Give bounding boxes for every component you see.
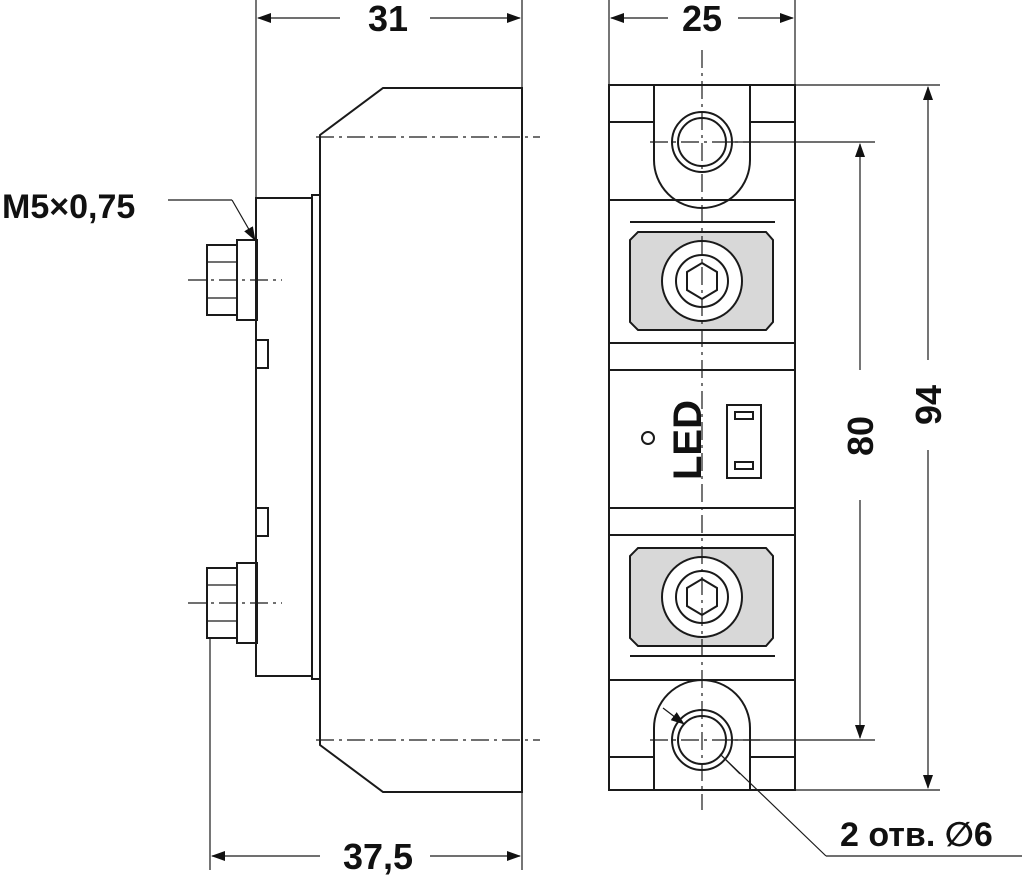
thread-label: M5×0,75 xyxy=(2,188,135,226)
dim-hole-spacing: 80 xyxy=(730,141,881,741)
holes-label: 2 отв. ∅6 xyxy=(840,816,993,854)
led-window xyxy=(726,404,762,479)
hole-spacing-label: 80 xyxy=(840,416,881,456)
holes-callout: 2 отв. ∅6 xyxy=(662,707,1022,857)
dim-side-total: 37,5 xyxy=(209,638,523,877)
side-view xyxy=(188,87,540,793)
front-view: LED xyxy=(608,50,796,810)
side-body-outline xyxy=(319,87,523,793)
side-notch-upper xyxy=(256,339,269,369)
thread-callout: M5×0,75 xyxy=(2,188,256,241)
side-base-lip xyxy=(311,194,321,680)
front-width-label: 25 xyxy=(682,0,722,39)
led-label: LED xyxy=(666,400,710,480)
height-total-label: 94 xyxy=(908,385,949,425)
dim-front-width: 25 xyxy=(608,0,796,85)
side-notch-lower xyxy=(256,507,269,537)
led-indicator-icon xyxy=(641,431,655,445)
led-section: LED xyxy=(609,369,795,509)
side-base-plate xyxy=(255,197,313,677)
side-width-label: 31 xyxy=(368,0,408,39)
side-total-label: 37,5 xyxy=(343,836,413,877)
dim-side-width: 31 xyxy=(255,0,523,198)
dim-height-total: 94 xyxy=(795,84,949,791)
